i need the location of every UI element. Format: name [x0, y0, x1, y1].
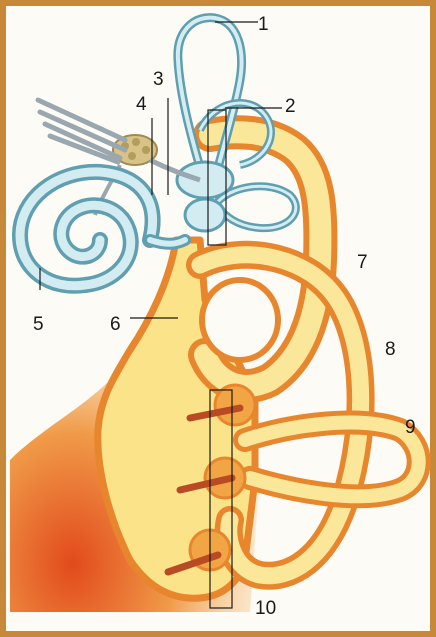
utricle — [177, 162, 233, 198]
vestibulocochlear-nerve — [38, 100, 125, 162]
label-6: 6 — [110, 314, 121, 335]
label-10: 10 — [255, 598, 276, 619]
label-8: 8 — [385, 339, 396, 360]
label-4: 4 — [136, 94, 147, 115]
saccule — [185, 199, 225, 231]
label-2: 2 — [285, 96, 296, 117]
label-5: 5 — [33, 314, 44, 335]
vestibule-window — [202, 280, 278, 360]
label-9: 9 — [405, 417, 416, 438]
ampulla-superior — [215, 385, 255, 425]
label-1: 1 — [258, 14, 269, 35]
label-3: 3 — [153, 69, 164, 90]
cochlea — [20, 172, 185, 286]
label-7: 7 — [357, 252, 368, 273]
